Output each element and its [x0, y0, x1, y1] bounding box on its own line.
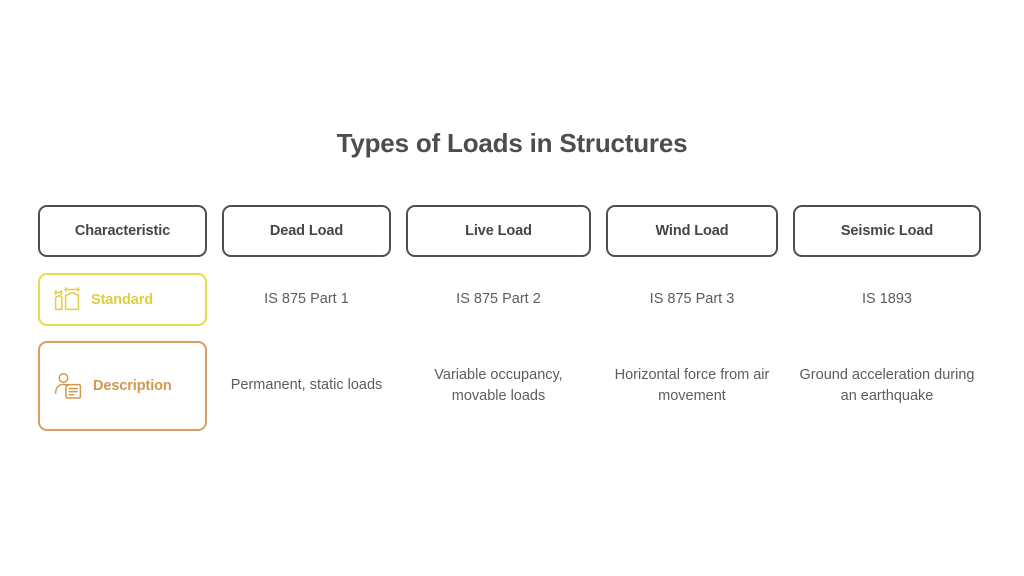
row-label-standard[interactable]: Standard — [38, 273, 207, 326]
cell-value: IS 875 Part 1 — [264, 290, 349, 307]
header-cell-characteristic[interactable]: Characteristic — [38, 205, 207, 257]
header-cell-dead-load[interactable]: Dead Load — [222, 205, 391, 257]
page-title: Types of Loads in Structures — [336, 128, 688, 158]
row-label-text: Description — [93, 378, 172, 394]
header-cell-wind-load[interactable]: Wind Load — [606, 205, 778, 257]
person-document-icon — [53, 371, 85, 401]
header-cell-seismic-load[interactable]: Seismic Load — [793, 205, 981, 257]
cell-description-live-load: Variable occupancy, movable loads — [406, 341, 591, 431]
table-row-description: Description Permanent, static loads Vari… — [38, 341, 986, 431]
table-row-standard: Standard IS 875 Part 1 IS 875 Part 2 IS … — [38, 273, 986, 326]
cell-standard-seismic-load: IS 1893 — [793, 273, 981, 326]
table-header-row: Characteristic Dead Load Live Load Wind … — [38, 205, 986, 257]
header-label: Characteristic — [74, 223, 171, 239]
cell-value: Variable occupancy, movable loads — [434, 366, 563, 404]
cell-value: IS 1893 — [862, 290, 912, 307]
cell-value: Horizontal force from air movement — [614, 366, 770, 404]
header-label: Seismic Load — [840, 223, 934, 239]
cell-description-dead-load: Permanent, static loads — [222, 341, 391, 431]
row-label-text: Standard — [91, 291, 154, 308]
cell-value: Ground acceleration during an earthquake — [799, 366, 975, 404]
header-label: Live Load — [465, 223, 532, 239]
header-label: Dead Load — [269, 223, 344, 239]
cell-standard-dead-load: IS 875 Part 1 — [222, 273, 391, 326]
measurement-boxes-icon — [53, 286, 83, 313]
header-cell-live-load[interactable]: Live Load — [406, 205, 591, 257]
cell-value: IS 875 Part 3 — [649, 290, 735, 307]
cell-value: IS 875 Part 2 — [456, 290, 541, 307]
cell-standard-wind-load: IS 875 Part 3 — [606, 273, 778, 326]
cell-standard-live-load: IS 875 Part 2 — [406, 273, 591, 326]
header-label: Wind Load — [655, 223, 729, 239]
loads-comparison-table: Characteristic Dead Load Live Load Wind … — [38, 205, 986, 431]
cell-description-seismic-load: Ground acceleration during an earthquake — [793, 341, 981, 431]
row-label-description[interactable]: Description — [38, 341, 207, 431]
cell-value: Permanent, static loads — [230, 377, 383, 394]
cell-description-wind-load: Horizontal force from air movement — [606, 341, 778, 431]
